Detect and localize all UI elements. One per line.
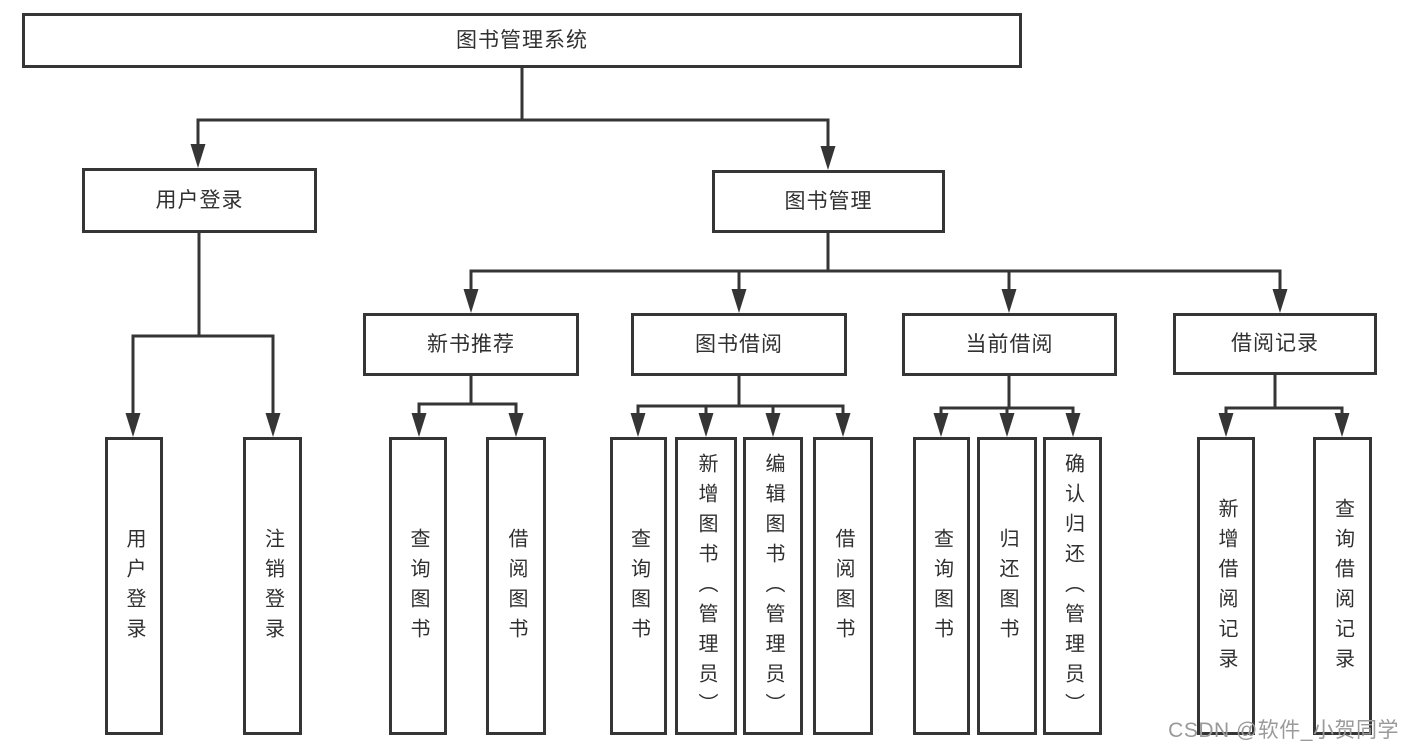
node-leaf-query-borrow-record: 查询借阅记录 <box>1313 437 1372 735</box>
node-leaf-query-books-borrowing: 查询图书 <box>610 437 667 735</box>
node-library-management-system: 图书管理系统 <box>22 13 1022 68</box>
node-new-book-recommendation: 新书推荐 <box>363 313 579 376</box>
node-leaf-query-books-recommend: 查询图书 <box>389 437 447 735</box>
node-book-management-module: 图书管理 <box>712 170 945 233</box>
node-current-borrowing: 当前借阅 <box>902 313 1117 376</box>
node-leaf-user-login: 用户登录 <box>105 437 163 735</box>
node-leaf-logout: 注销登录 <box>243 437 302 735</box>
node-leaf-edit-book-admin: 编辑图书（管理员） <box>743 437 803 735</box>
node-leaf-return-book: 归还图书 <box>977 437 1037 735</box>
csdn-watermark: CSDN @软件_小贺同学 <box>1168 719 1399 742</box>
node-leaf-borrow-books-recommend: 借阅图书 <box>486 437 546 735</box>
node-book-borrowing: 图书借阅 <box>631 313 847 376</box>
node-user-login-module: 用户登录 <box>82 168 317 233</box>
node-leaf-add-borrow-record: 新增借阅记录 <box>1197 437 1255 735</box>
node-leaf-add-book-admin: 新增图书（管理员） <box>675 437 737 735</box>
node-borrowing-records: 借阅记录 <box>1173 313 1377 375</box>
node-leaf-borrow-books-borrowing: 借阅图书 <box>813 437 873 735</box>
node-leaf-confirm-return-admin: 确认归还（管理员） <box>1043 437 1102 735</box>
node-leaf-query-books-current: 查询图书 <box>913 437 970 735</box>
